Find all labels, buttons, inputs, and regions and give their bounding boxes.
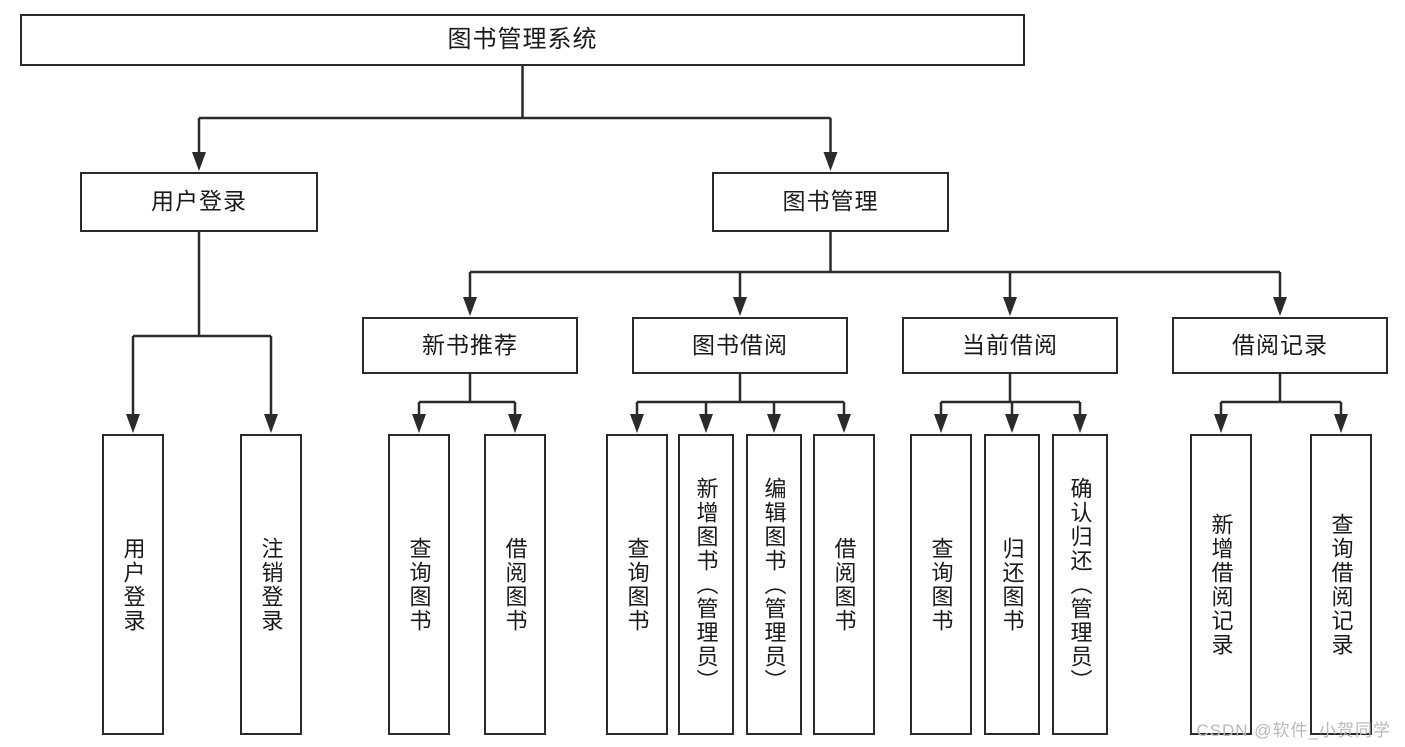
node-leaf-logout[interactable]: 注销登录 [240, 434, 302, 735]
node-leaf-add-book[interactable]: 新增图书（管理员） [678, 434, 734, 735]
node-new-book-recommend[interactable]: 新书推荐 [362, 317, 578, 374]
leaf-label: 查询图书 [928, 536, 954, 633]
leaf-label: 查询图书 [406, 536, 432, 633]
node-leaf-confirm-return[interactable]: 确认归还（管理员） [1052, 434, 1108, 735]
node-leaf-borrow-book-1[interactable]: 借阅图书 [484, 434, 546, 735]
leaf-label: 查询借阅记录 [1328, 512, 1354, 657]
node-current-borrow[interactable]: 当前借阅 [902, 317, 1118, 374]
node-user-login[interactable]: 用户登录 [80, 172, 318, 232]
leaf-label: 编辑图书（管理员） [761, 476, 787, 693]
leaf-label: 用户登录 [120, 536, 146, 633]
node-leaf-edit-book[interactable]: 编辑图书（管理员） [746, 434, 802, 735]
leaf-label: 归还图书 [999, 536, 1025, 633]
node-leaf-borrow-book-2[interactable]: 借阅图书 [813, 434, 875, 735]
node-leaf-query-book-1[interactable]: 查询图书 [388, 434, 450, 735]
node-leaf-add-record[interactable]: 新增借阅记录 [1190, 434, 1252, 735]
leaf-label: 注销登录 [258, 536, 284, 633]
watermark: CSDN @软件_小贺同学 [1196, 721, 1391, 740]
node-borrow-record[interactable]: 借阅记录 [1172, 317, 1388, 374]
node-root[interactable]: 图书管理系统 [20, 14, 1025, 66]
node-leaf-query-book-3[interactable]: 查询图书 [910, 434, 972, 735]
node-book-borrow[interactable]: 图书借阅 [632, 317, 848, 374]
node-leaf-query-book-2[interactable]: 查询图书 [606, 434, 668, 735]
leaf-label: 借阅图书 [831, 536, 857, 633]
leaf-label: 借阅图书 [502, 536, 528, 633]
node-leaf-user-login[interactable]: 用户登录 [102, 434, 164, 735]
leaf-label: 新增图书（管理员） [693, 476, 719, 693]
node-leaf-query-record[interactable]: 查询借阅记录 [1310, 434, 1372, 735]
node-leaf-return-book[interactable]: 归还图书 [984, 434, 1040, 735]
leaf-label: 查询图书 [624, 536, 650, 633]
node-book-manage[interactable]: 图书管理 [712, 172, 949, 232]
leaf-label: 确认归还（管理员） [1067, 476, 1093, 693]
leaf-label: 新增借阅记录 [1208, 512, 1234, 657]
